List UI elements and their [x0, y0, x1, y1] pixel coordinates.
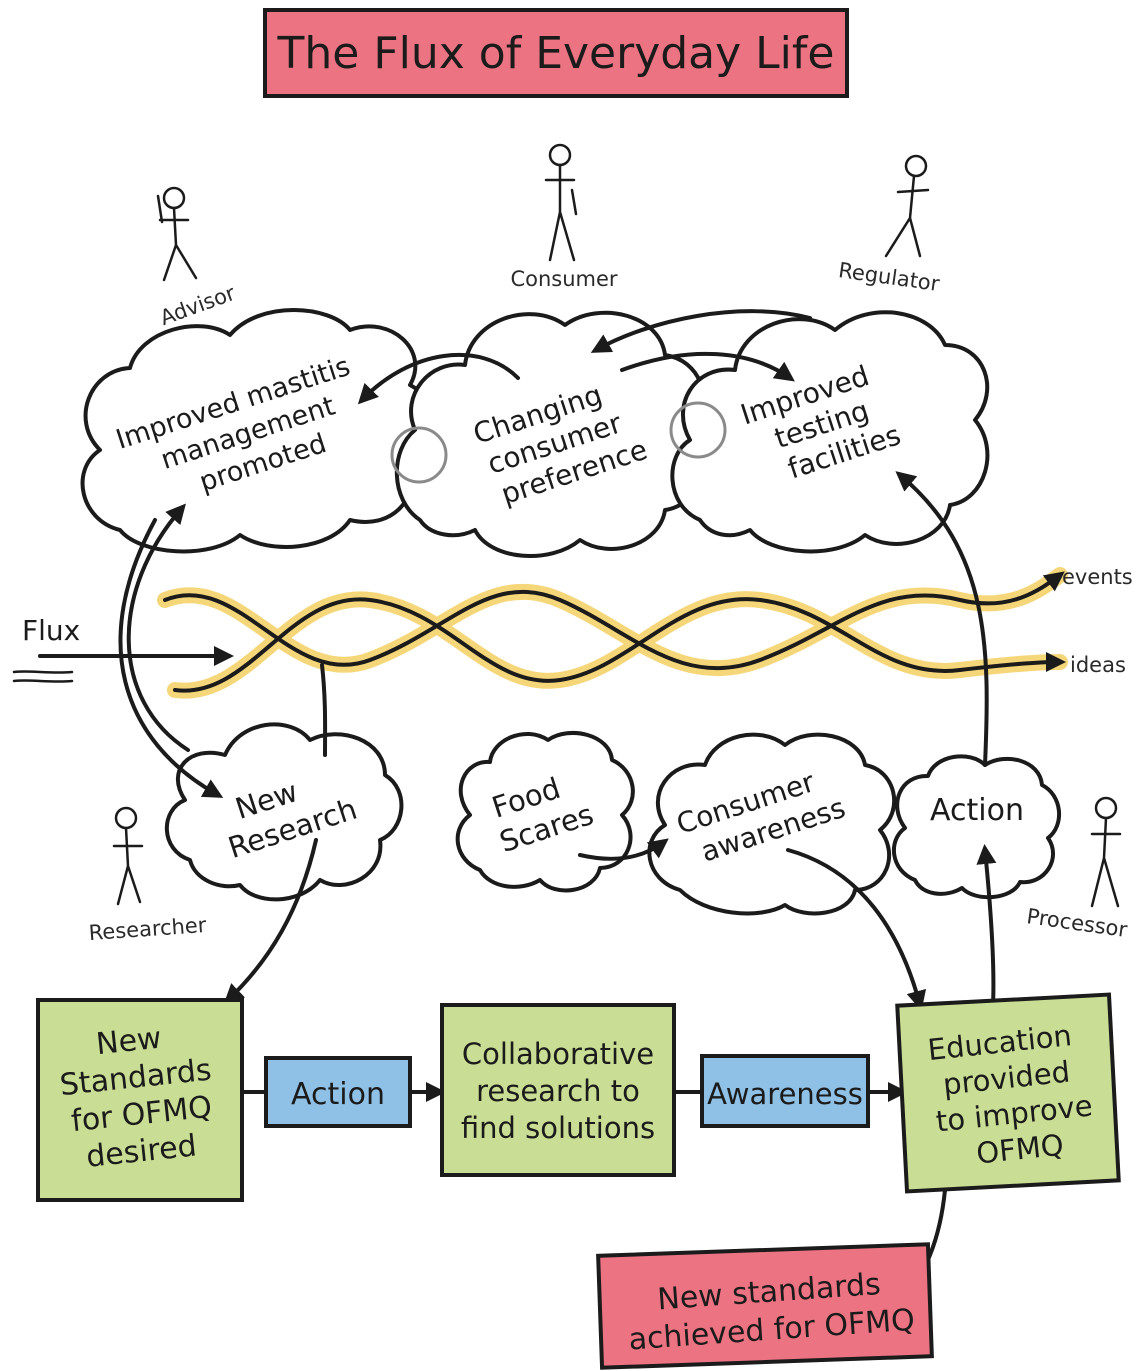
collaborative-line-1: Collaborative — [462, 1037, 654, 1071]
arrow-research-to-mastitis — [126, 503, 190, 752]
box-standards-desired-bg — [36, 998, 244, 1202]
arrow-testing-to-preference — [590, 309, 812, 353]
events-label: events — [1062, 565, 1133, 589]
flux-speed-lines — [12, 670, 74, 683]
box-achieved: New standards achieved for OFMQ — [596, 1242, 934, 1370]
arrow-awareness-to-education — [786, 848, 927, 1011]
advisor-icon — [156, 186, 198, 282]
awareness-link-label: Awareness — [707, 1077, 863, 1111]
box-action-link: Action — [264, 1056, 412, 1128]
box-action-link-bg — [264, 1056, 412, 1128]
researcher-label: Researcher — [88, 913, 208, 945]
collaborative-line-2: research to — [476, 1074, 640, 1108]
box-achieved-bg — [596, 1242, 934, 1370]
cloud-mastitis — [80, 308, 435, 554]
flux-band — [157, 567, 1068, 699]
cloud-food-scares — [455, 730, 635, 893]
regulator-icon — [884, 154, 930, 258]
advisor-figure: Advisor — [156, 186, 239, 330]
arrow-scares-to-awareness — [578, 838, 669, 861]
action-link-label: Action — [291, 1077, 385, 1112]
box-awareness-link-bg — [700, 1054, 870, 1128]
consumer-icon — [544, 143, 578, 262]
ideas-label: ideas — [1070, 653, 1126, 677]
flux-highlight-ideas — [167, 591, 1068, 699]
arrow-research-to-standards — [223, 838, 318, 1005]
consumer-label: Consumer — [510, 267, 617, 291]
regulator-figure: Regulator — [837, 154, 941, 296]
flux-events-strand — [163, 571, 1065, 671]
page-title: The Flux of Everyday Life — [277, 28, 835, 79]
regulator-label: Regulator — [837, 258, 941, 296]
flux-ideas-strand — [173, 597, 1066, 693]
title-banner-bg — [263, 8, 849, 98]
title-banner: The Flux of Everyday Life — [263, 8, 849, 98]
arrow-education-to-action — [976, 844, 997, 1007]
processor-icon — [1090, 796, 1122, 908]
standards-desired-line-1: New — [94, 1021, 163, 1063]
cloud-consumer-preference — [394, 310, 706, 558]
flux-label: Flux — [22, 614, 80, 647]
consumer-figure: Consumer — [510, 143, 618, 291]
overlap-ring-left — [390, 426, 448, 484]
arrow-action-to-testing — [895, 471, 989, 767]
box-collaborative: Collaborative research to find solutions — [440, 1003, 676, 1177]
overlap-ring-right — [669, 401, 727, 459]
processor-label: Processor — [1025, 904, 1129, 942]
flux-to-research-line — [320, 663, 328, 757]
arrow-preference-to-testing — [620, 351, 795, 382]
box-education-bg — [895, 992, 1121, 1194]
cloud-new-research — [164, 722, 404, 902]
collaborative-line-3: find solutions — [461, 1111, 655, 1145]
researcher-icon — [112, 806, 144, 906]
advisor-label: Advisor — [157, 281, 239, 330]
box-education: Education provided to improve OFMQ — [895, 992, 1121, 1194]
box-standards-desired: New Standards for OFMQ desired — [36, 998, 244, 1202]
arrow-mastitis-to-research — [118, 518, 224, 798]
arrow-preference-to-mastitis — [357, 352, 520, 405]
action-cloud-label: Action — [930, 793, 1024, 828]
box-awareness-link: Awareness — [700, 1054, 870, 1128]
box-collaborative-bg — [440, 1003, 676, 1177]
